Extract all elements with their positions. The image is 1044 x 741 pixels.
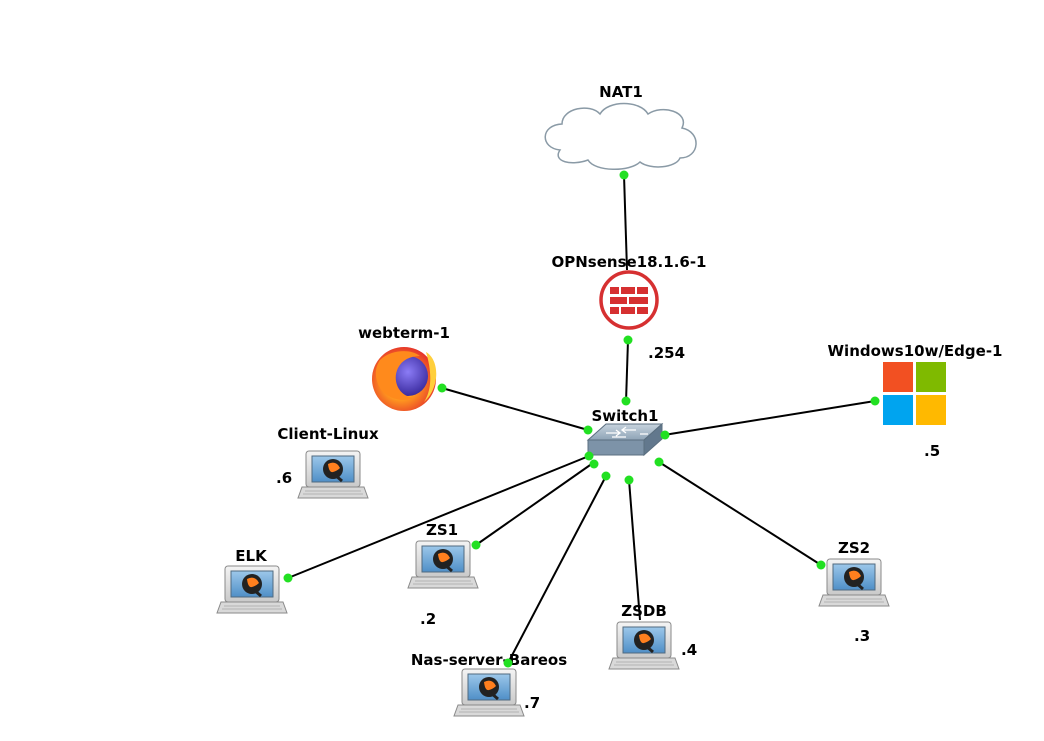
link-nas-switch1[interactable] bbox=[507, 475, 607, 664]
qemu-computer-icon bbox=[296, 449, 370, 500]
port-dot[interactable] bbox=[654, 457, 664, 467]
port-dot[interactable] bbox=[623, 335, 633, 345]
ip-label-nas: .7 bbox=[524, 694, 540, 712]
node-windows[interactable]: Windows10w/Edge-1 .5 bbox=[828, 342, 1003, 460]
links-layer bbox=[287, 174, 876, 664]
qemu-computer-icon bbox=[215, 564, 289, 615]
node-label-client-linux: Client-Linux bbox=[277, 425, 379, 443]
qemu-computer-icon bbox=[817, 557, 891, 608]
port-dot[interactable] bbox=[583, 425, 593, 435]
firewall-icon bbox=[599, 270, 659, 330]
port-dot[interactable] bbox=[437, 383, 447, 393]
ip-label-zs2: .3 bbox=[854, 627, 870, 645]
ip-label-windows: .5 bbox=[924, 442, 940, 460]
node-label-opnsense: OPNsense18.1.6-1 bbox=[552, 253, 707, 271]
node-switch1[interactable]: Switch1 bbox=[586, 407, 664, 457]
link-elk-switch1[interactable] bbox=[287, 455, 590, 579]
port-dot[interactable] bbox=[601, 471, 611, 481]
port-dot[interactable] bbox=[624, 475, 634, 485]
node-zs2[interactable]: ZS2 .3 bbox=[817, 539, 891, 645]
qemu-computer-icon bbox=[452, 667, 526, 718]
node-label-webterm: webterm-1 bbox=[358, 324, 450, 342]
port-dot[interactable] bbox=[283, 573, 293, 583]
node-zsdb[interactable]: ZSDB .4 bbox=[607, 602, 697, 671]
node-client-linux[interactable]: Client-Linux .6 bbox=[276, 425, 379, 500]
cloud-icon bbox=[544, 102, 697, 170]
qemu-computer-icon bbox=[406, 539, 480, 590]
firefox-icon bbox=[372, 347, 437, 411]
node-label-nat1: NAT1 bbox=[599, 83, 643, 101]
link-zs2-switch1[interactable] bbox=[658, 461, 822, 566]
node-zs1[interactable]: ZS1 .2 bbox=[406, 521, 480, 628]
node-nat1[interactable]: NAT1 bbox=[544, 83, 697, 170]
node-label-nas: Nas-server-Bareos bbox=[411, 651, 567, 669]
windows-icon bbox=[883, 362, 946, 425]
port-dot[interactable] bbox=[660, 430, 670, 440]
link-zsdb-switch1[interactable] bbox=[628, 479, 641, 621]
node-nas[interactable]: Nas-server-Bareos .7 bbox=[411, 651, 567, 718]
node-label-elk: ELK bbox=[235, 547, 268, 565]
node-label-windows: Windows10w/Edge-1 bbox=[828, 342, 1003, 360]
ip-label-opnsense: .254 bbox=[648, 344, 685, 362]
node-label-zs1: ZS1 bbox=[426, 521, 458, 539]
link-nat1-opnsense[interactable] bbox=[623, 174, 628, 271]
link-zs1-switch1[interactable] bbox=[475, 462, 594, 546]
port-dot[interactable] bbox=[584, 451, 594, 461]
ports-layer bbox=[283, 170, 880, 668]
port-dot[interactable] bbox=[816, 560, 826, 570]
node-elk[interactable]: ELK bbox=[215, 547, 289, 615]
link-webterm-switch1[interactable] bbox=[441, 387, 589, 431]
port-dot[interactable] bbox=[621, 396, 631, 406]
node-opnsense[interactable]: OPNsense18.1.6-1 .254 bbox=[552, 253, 707, 362]
ip-label-zsdb: .4 bbox=[681, 641, 697, 659]
ip-label-zs1: .2 bbox=[420, 610, 436, 628]
port-dot[interactable] bbox=[870, 396, 880, 406]
port-dot[interactable] bbox=[619, 170, 629, 180]
node-label-zs2: ZS2 bbox=[838, 539, 870, 557]
node-label-switch1: Switch1 bbox=[592, 407, 659, 425]
node-label-zsdb: ZSDB bbox=[621, 602, 667, 620]
port-dot[interactable] bbox=[589, 459, 599, 469]
node-webterm[interactable]: webterm-1 bbox=[358, 324, 450, 411]
ip-label-client-linux: .6 bbox=[276, 469, 292, 487]
qemu-computer-icon bbox=[607, 620, 681, 671]
switch-icon bbox=[586, 422, 664, 457]
link-opnsense-switch1[interactable] bbox=[625, 339, 629, 403]
port-dot[interactable] bbox=[471, 540, 481, 550]
link-windows-switch1[interactable] bbox=[663, 400, 876, 436]
port-dot[interactable] bbox=[503, 658, 513, 668]
